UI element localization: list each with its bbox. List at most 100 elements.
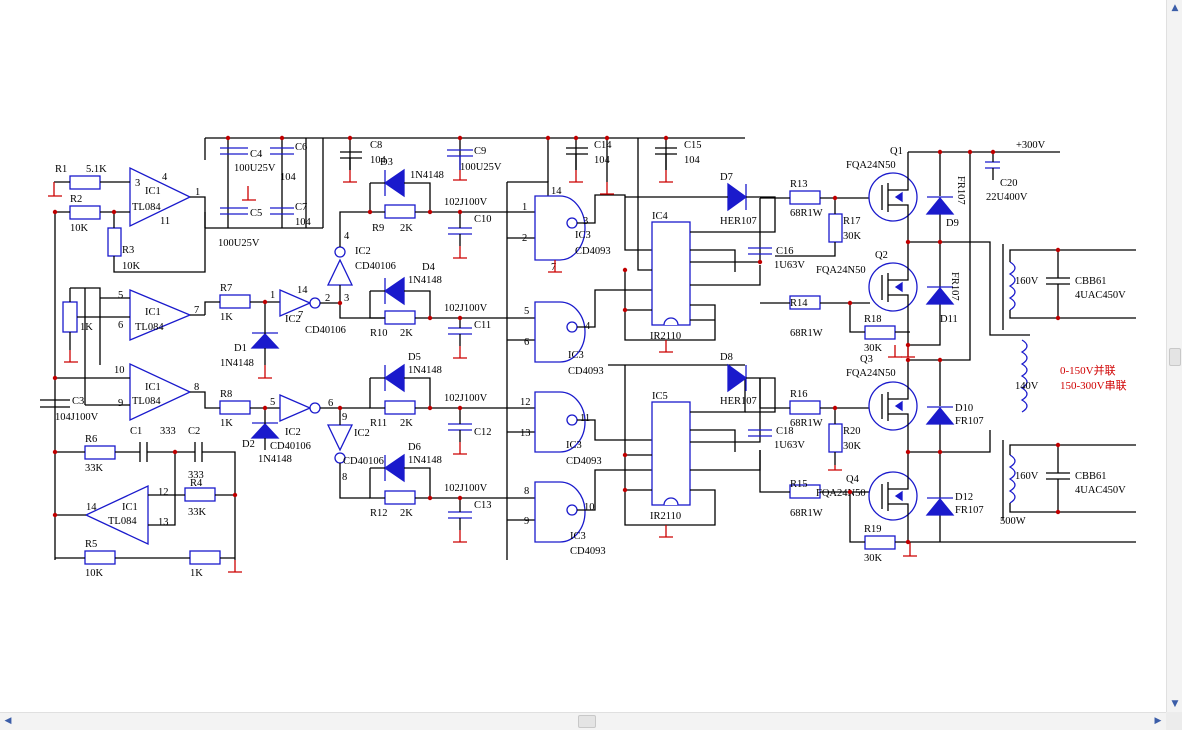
svg-text:R16: R16 [790,389,808,400]
opamp-ic1-a: 3 IC1 TL084 4 1 11 [129,166,200,228]
svg-text:30K: 30K [864,553,883,564]
capacitor-cbb61-lower: CBB61 4UAC450V [1046,445,1126,512]
ground-mark [242,186,256,201]
svg-text:C2: C2 [188,426,200,437]
svg-text:22U400V: 22U400V [986,192,1028,203]
svg-text:IC2: IC2 [285,314,301,325]
svg-text:102J100V: 102J100V [444,303,488,314]
svg-text:FR107: FR107 [949,272,960,301]
svg-text:6: 6 [328,398,333,409]
svg-text:104: 104 [295,217,312,228]
horizontal-scroll-thumb[interactable] [578,715,596,728]
svg-text:1U63V: 1U63V [774,260,805,271]
svg-text:10: 10 [584,502,595,513]
svg-text:30K: 30K [843,231,862,242]
svg-text:2K: 2K [400,508,413,519]
inverter-ic2-d: 9 8 IC2 CD40106 [320,407,384,499]
svg-text:C10: C10 [474,214,492,225]
resistor-r16: R16 68R1W [759,378,870,429]
scroll-left-icon[interactable]: ◀ [4,716,12,726]
vertical-scrollbar[interactable]: ▲ ▼ [1166,0,1182,712]
svg-text:C4: C4 [250,149,263,160]
svg-text:R13: R13 [790,179,808,190]
scroll-right-icon[interactable]: ▶ [1154,716,1162,726]
svg-text:68R1W: 68R1W [790,508,823,519]
svg-text:IC2: IC2 [285,427,301,438]
capacitor-c5: C5 100U25V [218,207,262,249]
svg-text:2K: 2K [400,328,413,339]
resistor-r17: R17 30K [775,198,862,257]
svg-text:140V: 140V [1015,381,1039,392]
inverter-ic2-c: 5 6 IC2 CD40106 [270,394,333,452]
note-series: 150-300V串联 [1060,379,1127,392]
network-d6-r12: D6 1N4148 R12 2K [369,442,535,519]
scroll-up-icon[interactable]: ▲ [1171,3,1179,13]
svg-text:6: 6 [118,320,123,331]
svg-text:2: 2 [522,233,527,244]
capacitor-c20: C20 22U400V +300V [985,140,1046,203]
capacitor-c8: C8 104 [340,140,387,183]
svg-text:8: 8 [342,472,347,483]
svg-text:3: 3 [135,178,140,189]
svg-text:R6: R6 [85,434,97,445]
svg-text:TL084: TL084 [108,516,137,527]
capacitor-c3: C3 104J100V [40,396,99,423]
svg-text:4: 4 [344,231,350,242]
svg-text:1U63V: 1U63V [774,440,805,451]
horizontal-scrollbar[interactable]: ◀ ▶ [0,712,1166,730]
svg-text:D3: D3 [380,157,393,168]
svg-text:333: 333 [160,426,176,437]
svg-text:IC5: IC5 [652,391,668,402]
svg-text:R17: R17 [843,216,861,227]
svg-text:68R1W: 68R1W [790,208,823,219]
svg-text:Q1: Q1 [890,146,903,157]
svg-text:4UAC450V: 4UAC450V [1075,485,1126,496]
inverter-ic2-a: 1 14 7 CD40106 IC2 2 [270,285,346,336]
svg-text:TL084: TL084 [135,322,164,333]
svg-text:1: 1 [522,202,527,213]
circuit-schematic: 3 IC1 TL084 4 1 11 IC1 TL084 5 6 7 IC1 T… [40,135,1136,579]
svg-text:Q3: Q3 [860,354,873,365]
svg-text:10K: 10K [122,261,141,272]
svg-text:C14: C14 [594,140,612,151]
svg-text:68R1W: 68R1W [790,418,823,429]
capacitor-c12: 102J100V C12 [444,393,492,455]
svg-text:1N4148: 1N4148 [408,275,442,286]
diode-d1: D1 1N4148 [220,302,280,379]
capacitor-c16: C16 1U63V [748,246,805,271]
scroll-down-icon[interactable]: ▼ [1171,699,1179,709]
svg-text:IC2: IC2 [355,246,371,257]
svg-text:D4: D4 [422,262,436,273]
diode-d10: D10 FR107 [925,403,984,427]
svg-text:C7: C7 [295,202,307,213]
svg-text:D12: D12 [955,492,973,503]
svg-text:13: 13 [520,428,531,439]
vertical-scroll-thumb[interactable] [1169,348,1181,366]
svg-text:IC3: IC3 [570,531,586,542]
resistor-r13: R13 68R1W [760,179,870,219]
svg-text:CD4093: CD4093 [566,456,602,467]
svg-text:12: 12 [520,397,531,408]
svg-text:C9: C9 [474,146,486,157]
svg-text:CBB61: CBB61 [1075,276,1107,287]
diode-d12: D12 FR107 [925,492,984,516]
resistor-r14: R14 68R1W [760,295,870,339]
capacitor-c7: C7 104 [270,202,312,228]
svg-text:FQA24N50: FQA24N50 [846,160,896,171]
capacitor-c13: 102J100V C13 [444,483,492,543]
network-d3-r9: D3 1N4148 R9 2K [369,157,535,234]
svg-text:TL084: TL084 [132,396,161,407]
capacitor-c18: C18 1U63V [748,426,805,451]
svg-text:C13: C13 [474,500,492,511]
svg-text:D1: D1 [234,343,247,354]
svg-text:D6: D6 [408,442,421,453]
opamp-ic1-c: IC1 TL084 10 9 8 [114,362,199,422]
svg-text:IC1: IC1 [145,382,161,393]
svg-text:R2: R2 [70,194,82,205]
junction-dots [52,135,1061,545]
svg-text:4UAC450V: 4UAC450V [1075,290,1126,301]
svg-text:R7: R7 [220,283,232,294]
svg-text:C5: C5 [250,208,262,219]
driver-ic4: IC4 IR2110 [624,138,761,353]
svg-text:104: 104 [370,155,387,166]
